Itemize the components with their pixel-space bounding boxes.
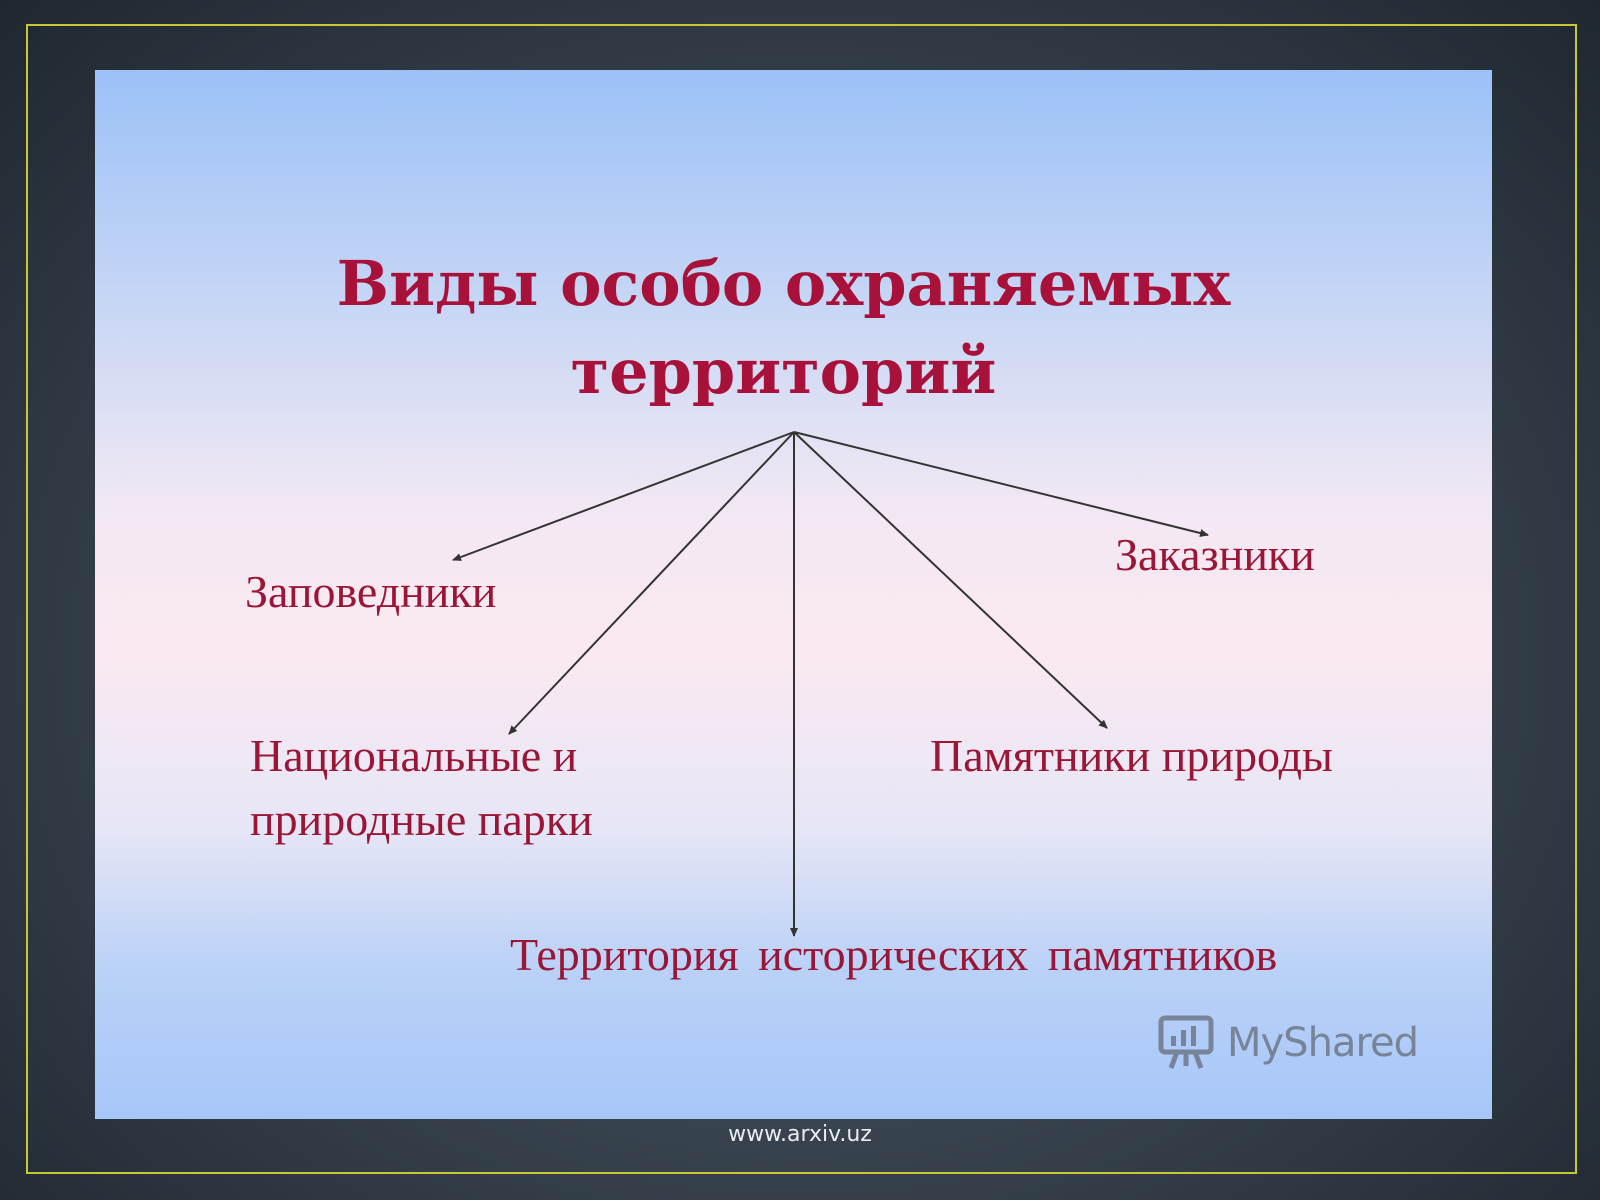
category-zapovedniki: Заповедники — [245, 566, 497, 617]
category-historical-territory: Территория исторических памятников — [510, 929, 1278, 980]
arrow-to-national-parks — [508, 431, 795, 735]
footer-url[interactable]: www.arxiv.uz — [728, 1122, 872, 1147]
category-national-parks-line-2: природные парки — [250, 794, 593, 845]
title-line-2: территорий — [570, 335, 997, 408]
arrow-to-zakazniki — [793, 431, 1209, 537]
category-nature-monuments: Памятники природы — [930, 730, 1333, 781]
arrow-to-zapovedniki — [452, 431, 795, 561]
arrow-to-nature-monuments — [793, 431, 1108, 729]
diagram-title: Виды особо охраняемых территорий — [95, 240, 1492, 416]
title-line-1: Виды особо охраняемых — [336, 247, 1231, 320]
myshared-watermark: MyShared — [1155, 1008, 1419, 1078]
presentation-board-icon — [1158, 1015, 1214, 1069]
slide: Виды особо охраняемых территорий Заповед… — [95, 70, 1492, 1119]
category-national-parks-line-1: Национальные и — [250, 730, 578, 781]
watermark-text: MyShared — [1227, 1020, 1419, 1066]
category-zakazniki: Заказники — [1115, 529, 1315, 580]
frame-border — [26, 24, 1577, 1174]
connector-arrows — [452, 431, 1209, 937]
